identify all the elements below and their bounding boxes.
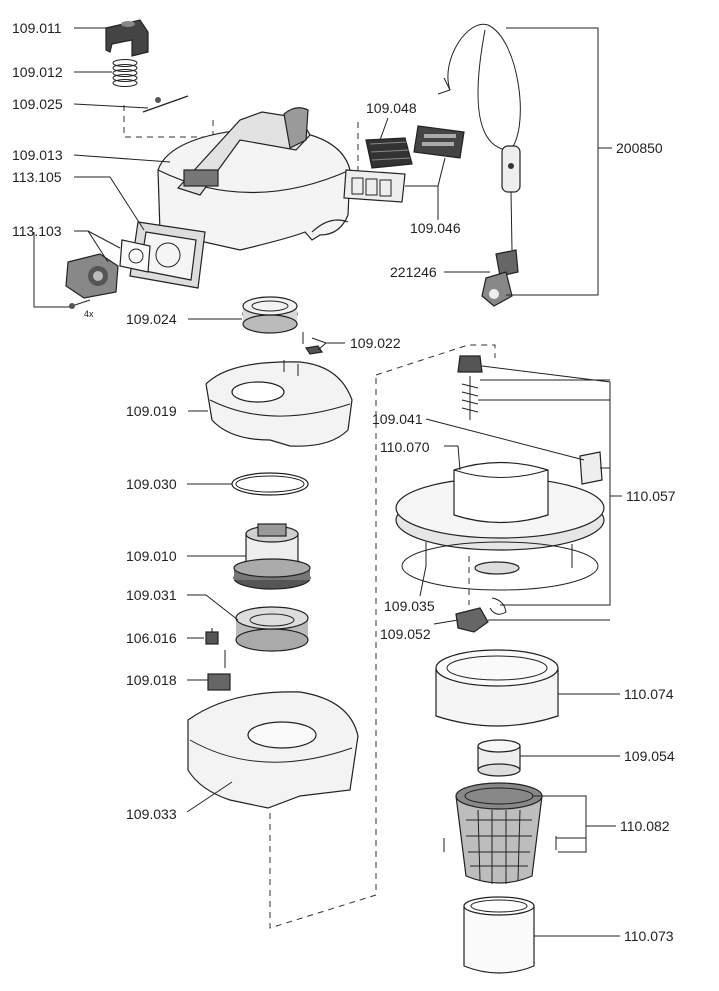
label-109-011: 109.011 — [12, 20, 62, 36]
part-109-052-float — [455, 597, 507, 633]
label-109-054: 109.054 — [624, 748, 675, 764]
assembly-guide-right-top — [375, 344, 496, 376]
label-113-103: 113.103 — [12, 223, 62, 239]
part-109-031-fan-housing — [235, 606, 309, 652]
label-109-018: 109.018 — [126, 672, 177, 688]
part-109-013-top-cover — [157, 107, 351, 251]
part-110-073-filter-cylinder — [463, 896, 535, 974]
part-109-024-ring — [242, 296, 298, 334]
part-109-012-spring — [112, 59, 138, 87]
label-113-105: 113.105 — [12, 169, 62, 185]
label-109-052: 109.052 — [380, 626, 431, 642]
label-109-048: 109.048 — [366, 100, 417, 116]
label-109-010: 109.010 — [126, 548, 177, 564]
label-109-030: 109.030 — [126, 476, 177, 492]
label-109-024: 109.024 — [126, 311, 177, 327]
part-113-105-gasket-plate — [129, 221, 206, 289]
part-109-033-motor-base — [187, 691, 359, 809]
part-109-022-screws — [302, 332, 324, 355]
label-221246: 221246 — [390, 264, 437, 280]
part-109-018-connector — [207, 650, 231, 691]
label-110-082: 110.082 — [620, 818, 670, 834]
label-110-070: 110.070 — [380, 439, 430, 455]
label-109-025: 109.025 — [12, 96, 63, 112]
assembly-guide-right-bottom — [269, 378, 377, 929]
part-109-010-motor — [233, 523, 311, 590]
part-109-030-gasket-inner — [235, 475, 305, 493]
part-106-016-switch — [205, 628, 219, 645]
part-109-054-cartridge — [477, 739, 521, 777]
label-110-074: 110.074 — [624, 686, 674, 702]
part-110-074-sleeve — [435, 649, 559, 727]
part-113-103-socket-assembly — [65, 239, 151, 309]
part-110-070-lid-ring — [395, 461, 605, 551]
part-109-046-filter-frames — [343, 125, 465, 203]
part-109-048-filter-pad — [365, 137, 413, 169]
part-109-011-handle-cap — [105, 19, 149, 57]
label-109-012: 109.012 — [12, 64, 63, 80]
part-200850-power-cable — [437, 23, 521, 251]
part-221246-plug — [481, 249, 519, 307]
label-screw-qty: 4x — [84, 309, 94, 319]
label-106-016: 106.016 — [126, 630, 177, 646]
label-110-073: 110.073 — [624, 928, 674, 944]
label-109-022: 109.022 — [350, 335, 401, 351]
part-109-019-motor-cover — [205, 360, 353, 447]
label-109-013: 109.013 — [12, 147, 63, 163]
part-110-082-basket — [443, 782, 557, 884]
label-109-046: 109.046 — [410, 220, 461, 236]
label-110-057: 110.057 — [626, 488, 676, 504]
assembly-guide-top — [123, 105, 214, 138]
label-109-031: 109.031 — [126, 587, 177, 603]
label-109-033: 109.033 — [126, 806, 177, 822]
label-109-035: 109.035 — [384, 598, 435, 614]
label-109-041: 109.041 — [372, 411, 423, 427]
label-109-019: 109.019 — [126, 403, 177, 419]
label-200850: 200850 — [616, 140, 663, 156]
part-109-025-pin — [142, 95, 189, 113]
part-109-035-gasket — [401, 541, 599, 591]
part-110-057-float-assembly — [457, 355, 603, 485]
